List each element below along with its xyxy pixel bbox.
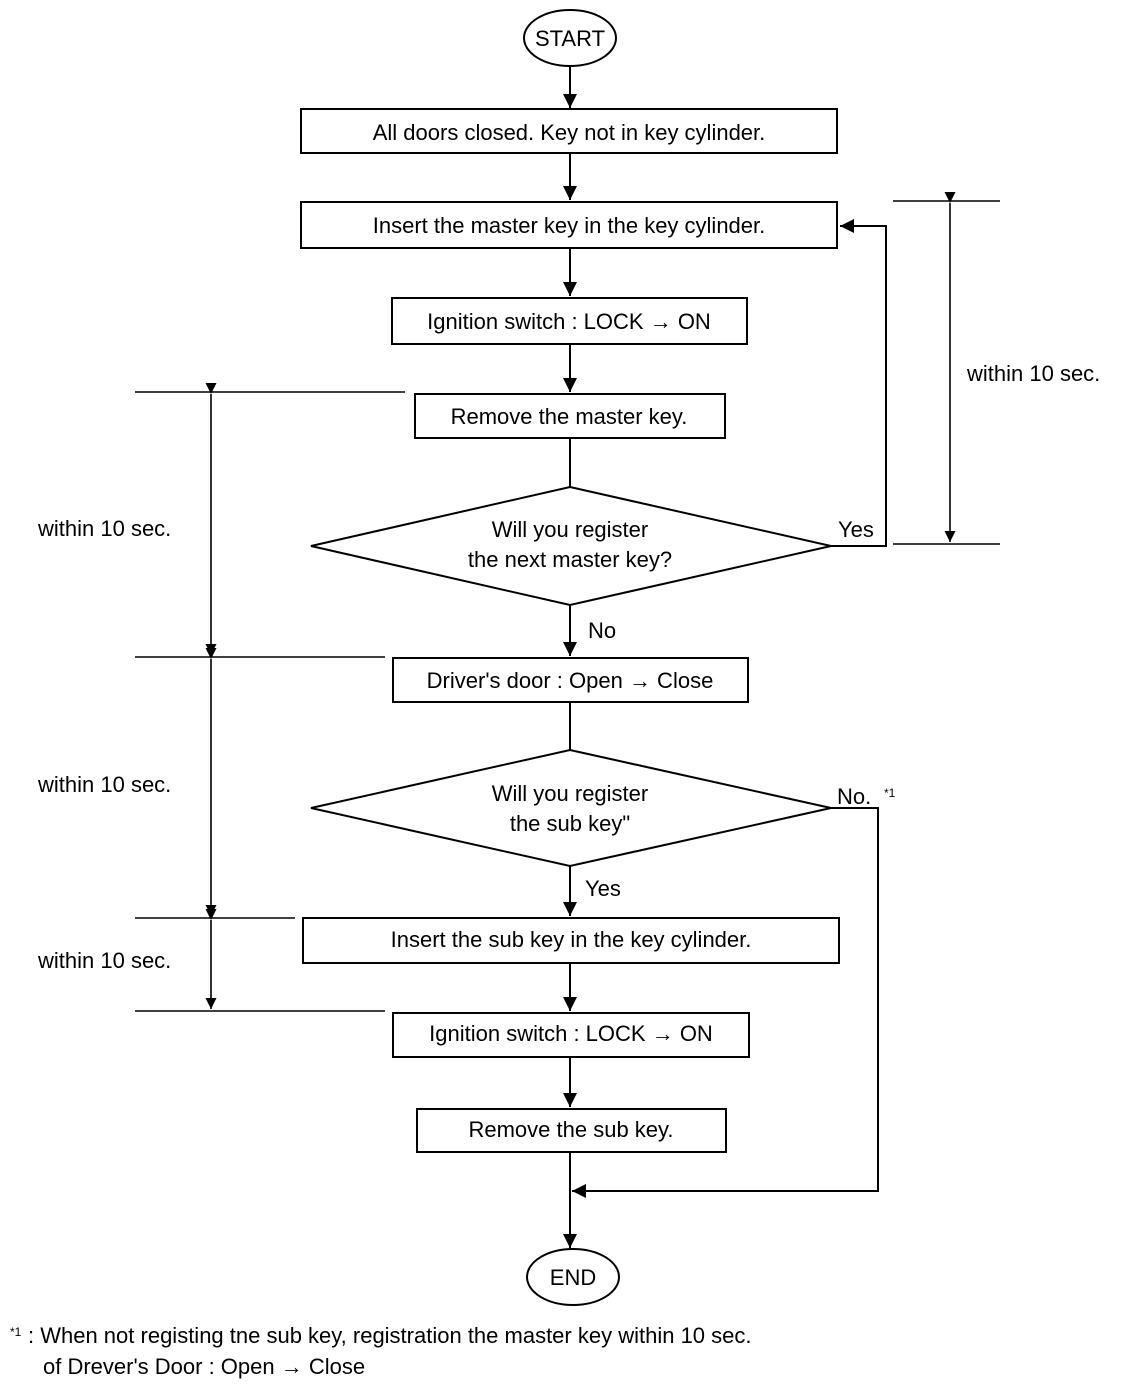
step-insert-sub-key-label: Insert the sub key in the key cylinder. (391, 927, 752, 952)
timing-left-label-1: within 10 sec. (37, 516, 171, 541)
step-insert-sub-key: Insert the sub key in the key cylinder. (302, 917, 840, 964)
step-drivers-door-label: Driver's door : Open → Close (427, 668, 714, 693)
end-label: END (550, 1265, 596, 1290)
branch-no-1: No (588, 618, 616, 643)
step-remove-sub-key: Remove the sub key. (416, 1108, 727, 1153)
decision-next-master-line1: Will you register (492, 517, 648, 542)
timing-left-label-2: within 10 sec. (37, 772, 171, 797)
step-all-doors-closed: All doors closed. Key not in key cylinde… (300, 108, 838, 154)
footnote-line-2: of Drever's Door : Open → Close (43, 1354, 365, 1379)
decision-sub-key-line1: Will you register (492, 781, 648, 806)
step-all-doors-closed-label: All doors closed. Key not in key cylinde… (373, 120, 766, 145)
start-label: START (535, 26, 605, 51)
step-remove-master-key-label: Remove the master key. (451, 404, 688, 429)
step-ignition-1-label: Ignition switch : LOCK → ON (427, 309, 711, 334)
step-drivers-door: Driver's door : Open → Close (392, 657, 749, 703)
arrow-yes-loop-back (831, 219, 887, 547)
step-ignition-1: Ignition switch : LOCK → ON (391, 297, 748, 345)
end-node: END (526, 1248, 620, 1306)
footnote-mark: *1 (10, 1325, 22, 1339)
step-ignition-2-label: Ignition switch : LOCK → ON (429, 1021, 713, 1046)
timing-markers (135, 191, 1000, 1012)
step-remove-master-key: Remove the master key. (414, 393, 726, 439)
timing-right-label: within 10 sec. (966, 361, 1100, 386)
decision-sub-key: Will you register the sub key" (310, 748, 832, 868)
branch-no-2-mark: *1 (884, 786, 896, 800)
decision-next-master-key: Will you register the next master key? (310, 485, 832, 607)
step-insert-master-key-label: Insert the master key in the key cylinde… (373, 213, 766, 238)
decision-next-master-line2: the next master key? (468, 547, 672, 572)
step-remove-sub-key-label: Remove the sub key. (468, 1117, 673, 1142)
step-insert-master-key: Insert the master key in the key cylinde… (300, 201, 838, 249)
branch-no-2: No. (837, 784, 871, 809)
start-node: START (523, 9, 617, 67)
main-flow-connectors (563, 66, 887, 1248)
decision-sub-key-line2: the sub key" (510, 811, 630, 836)
timing-left-label-3: within 10 sec. (37, 948, 171, 973)
branch-yes-2: Yes (585, 876, 621, 901)
arrow-no-bypass (572, 807, 879, 1198)
step-ignition-2: Ignition switch : LOCK → ON (392, 1012, 750, 1058)
footnote-line-1: : When not registing tne sub key, regist… (28, 1323, 752, 1348)
branch-yes-1: Yes (838, 517, 874, 542)
